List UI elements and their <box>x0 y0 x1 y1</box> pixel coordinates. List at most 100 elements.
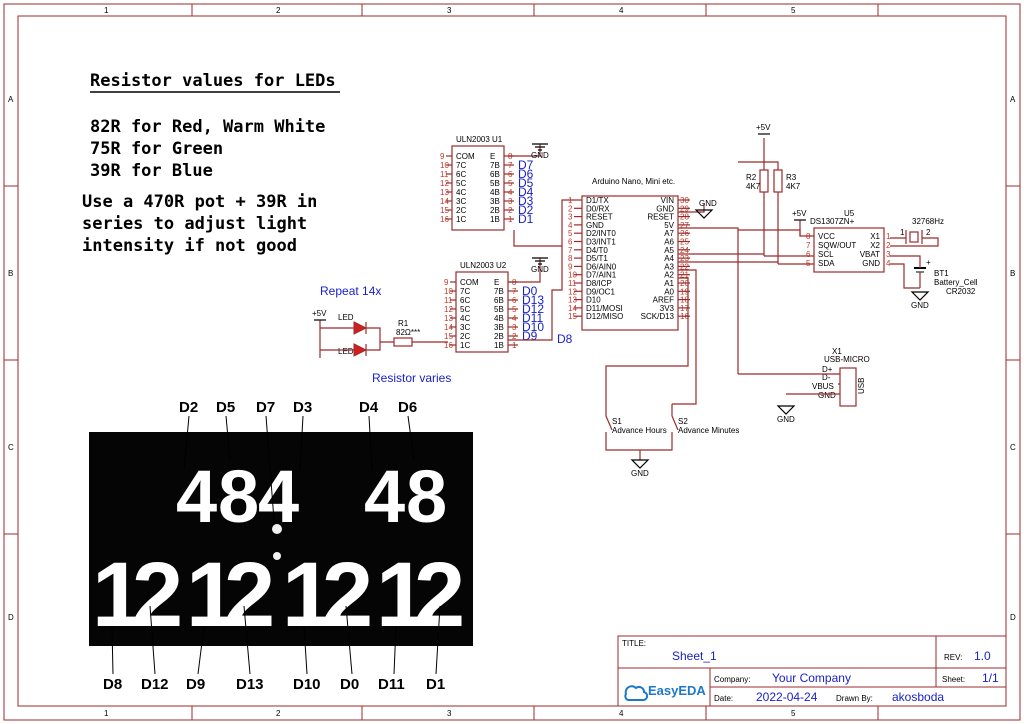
svg-text:+: + <box>926 258 931 267</box>
nano-pin-r-gnd: GND <box>656 204 674 213</box>
rtc-pin-num-7: 7 <box>806 241 811 250</box>
leader-bottom-4 <box>303 625 308 675</box>
border-row-c: C <box>8 443 14 452</box>
u1-pin-com: COM <box>456 152 475 161</box>
r1-val: 82Ω*** <box>396 328 420 337</box>
rtc-ref: U5 <box>844 209 855 218</box>
rtc-pin-r-gnd: GND <box>862 259 880 268</box>
bottom-digit-2: 1 <box>186 544 237 646</box>
nano-pin-d9-oc1: D9/OC1 <box>586 287 615 296</box>
nano-pin-num-6: 6 <box>568 238 573 247</box>
nano-pin-r-a5: A5 <box>664 246 674 255</box>
vcc-symbol-rtc: +5V <box>792 209 807 221</box>
nano-pin-r-a0: A0 <box>664 287 674 296</box>
u2-pin-7c: 7C <box>460 287 470 296</box>
u1-pin-num-12: 12 <box>440 179 449 188</box>
vcc-symbol-nano: +5V <box>756 123 771 135</box>
u1-pin-num-10: 10 <box>440 161 449 170</box>
border-col-4-bottom: 4 <box>619 709 624 718</box>
u2-pin-r-7b: 7B <box>494 287 504 296</box>
leader-top-1 <box>225 415 231 461</box>
border-col-2-bottom: 2 <box>276 709 281 718</box>
u2-pin-num-15: 15 <box>444 332 453 341</box>
u1-pin-num-13: 13 <box>440 188 449 197</box>
u2-net-d10: D10 <box>522 320 544 334</box>
gnd-label-battery: GND <box>911 301 929 310</box>
u2-pin-num-13: 13 <box>444 314 453 323</box>
nano-pin-r-a3: A3 <box>664 262 674 271</box>
nano-pin-num-11: 11 <box>568 279 577 288</box>
u2-net-d0: D0 <box>522 284 538 298</box>
u1-pin-4c: 4C <box>456 188 466 197</box>
u1-pin-num-16: 16 <box>440 215 449 224</box>
u2-net-d13: D13 <box>522 293 544 307</box>
u1-name: ULN2003 U1 <box>456 135 503 144</box>
drawn-value: akosboda <box>892 690 944 704</box>
notes-adjust-1: Use a 470R pot + 39R in <box>82 192 317 212</box>
u2-pin-2c: 2C <box>460 332 470 341</box>
gnd-symbol-u1: GND <box>531 143 549 160</box>
u2-pin-com: COM <box>460 278 479 287</box>
gnd-label-u2: GND <box>531 265 549 274</box>
bottom-digit-4: 1 <box>282 544 333 646</box>
bottom-digit-0: 1 <box>92 544 143 646</box>
vcc-label-3: +5V <box>312 309 327 318</box>
u2-net-d8: D8 <box>557 332 573 346</box>
leader-bottom-7 <box>435 605 441 675</box>
border-row-a: A <box>8 95 14 104</box>
rtc-pin-r-x1: X1 <box>870 232 880 241</box>
usb-ref: X1 <box>832 347 842 356</box>
leader-bottom-1 <box>149 605 156 675</box>
nano-pin-r-reset: RESET <box>647 213 674 222</box>
u2-pin-r-4b: 4B <box>494 314 504 323</box>
u2-pin-num-11: 11 <box>444 296 453 305</box>
resistor-notes: Resistor values for LEDs 82R for Red, Wa… <box>82 71 340 256</box>
u2-pin-num-9: 9 <box>444 278 449 287</box>
uln2003-u2: ULN2003 U2 COM97C106C115C124C133C142C151… <box>444 261 573 353</box>
sheet-title: Sheet_1 <box>672 649 717 663</box>
nano-pin-r-a4: A4 <box>664 254 674 263</box>
title-block: TITLE: Sheet_1 REV: 1.0 Company: Your Co… <box>617 635 1007 707</box>
main-wiring <box>508 144 814 405</box>
s2-ref: S2 <box>678 417 688 426</box>
nano-pin-d0-rx: D0/RX <box>586 204 610 213</box>
nano-pin-num-14: 14 <box>568 304 577 313</box>
led-section: Repeat 14x Resistor varies LED LED R1 82… <box>319 284 451 385</box>
vcc-label-1: +5V <box>756 123 771 132</box>
s1-label: Advance Hours <box>612 426 667 435</box>
date-label: Date: <box>714 694 733 703</box>
rev-label: REV: <box>944 653 962 662</box>
u1-pin-1c: 1C <box>456 215 466 224</box>
rtc-pin-num-r-2: 2 <box>886 241 891 250</box>
nano-pin-r-a1: A1 <box>664 279 674 288</box>
rev-value: 1.0 <box>974 649 991 663</box>
notes-adjust-2: series to adjust light <box>82 214 307 234</box>
photo-top-label-d3: D3 <box>293 399 312 416</box>
photo-top-label-d7: D7 <box>256 399 275 416</box>
rtc-pin-num-r-4: 4 <box>886 259 891 268</box>
nano-pin-num-8: 8 <box>568 254 573 263</box>
crystal-pin-1: 1 <box>900 228 905 237</box>
border-col-5: 5 <box>791 6 796 15</box>
u2-name: ULN2003 U2 <box>460 261 507 270</box>
gnd-symbol-nano: GND <box>694 199 717 219</box>
u1-pin-3c: 3C <box>456 197 466 206</box>
switches: S1 Advance Hours S2 Advance Minutes <box>605 404 739 460</box>
u2-pin-r-1b: 1B <box>494 341 504 350</box>
nano-pin-d8-icp: D8/ICP <box>586 279 612 288</box>
gnd-symbol-u2: GND <box>531 257 549 274</box>
bottom-digit-1: 2 <box>132 544 183 646</box>
rtc-pin-scl: SCL <box>818 250 834 259</box>
nano-pin-num-9: 9 <box>568 262 573 271</box>
u1-net-d5: D5 <box>518 176 534 190</box>
bottom-digit-7: 2 <box>414 544 465 646</box>
nano-pin-gnd: GND <box>586 221 604 230</box>
nano-pin-d4-t0: D4/T0 <box>586 246 608 255</box>
u1-net-d4: D4 <box>518 185 534 199</box>
gnd-label-u1: GND <box>531 151 549 160</box>
u2-pin-r-2b: 2B <box>494 332 504 341</box>
u2-pin-r-e: E <box>494 278 499 287</box>
nano-pin-r-vin: VIN <box>661 196 675 205</box>
u1-pin-r-7b: 7B <box>490 161 500 170</box>
